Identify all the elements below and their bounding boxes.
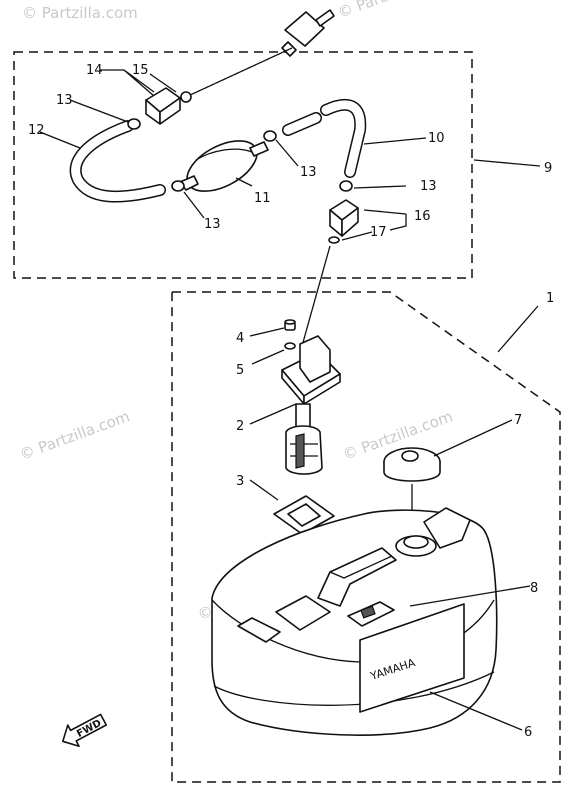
part-2-pickup bbox=[281, 335, 341, 475]
hose-10 bbox=[320, 98, 367, 178]
part-7-cap bbox=[383, 447, 441, 482]
callout-10: 10 bbox=[428, 131, 445, 146]
part-16-fitting bbox=[328, 199, 359, 244]
leader-lines bbox=[39, 69, 541, 731]
callout-2: 2 bbox=[236, 419, 244, 434]
fwd-arrow: FWD bbox=[62, 713, 108, 748]
fuel-line-group-box bbox=[13, 51, 473, 279]
callout-7: 7 bbox=[514, 413, 522, 428]
watermark-top-right: © Partzilla.com bbox=[335, 0, 450, 22]
callout-11: 11 bbox=[254, 191, 271, 206]
callout-4: 4 bbox=[236, 331, 244, 346]
callout-13-a: 13 bbox=[56, 93, 73, 108]
hose-12 bbox=[69, 120, 166, 203]
callout-13-c: 13 bbox=[420, 179, 437, 194]
callout-14: 14 bbox=[86, 63, 103, 78]
leader-fitting-line bbox=[301, 245, 331, 347]
callout-17: 17 bbox=[370, 225, 387, 240]
callout-12: 12 bbox=[28, 123, 45, 138]
part-14-connector bbox=[145, 87, 192, 125]
callout-16: 16 bbox=[414, 209, 431, 224]
callout-1: 1 bbox=[546, 291, 554, 306]
part-4-screw bbox=[284, 319, 296, 331]
hose-short bbox=[282, 112, 322, 136]
clamps-13 bbox=[127, 118, 353, 192]
fuel-tank-group-box bbox=[171, 291, 561, 783]
callout-9: 9 bbox=[544, 161, 552, 176]
part-5-washer bbox=[284, 342, 296, 350]
fuel-tank-body: YAMAHA bbox=[211, 507, 498, 736]
watermark-top-left: © Partzilla.com bbox=[22, 4, 138, 22]
callout-15: 15 bbox=[132, 63, 149, 78]
watermark-mid-left: © Partzilla.com bbox=[17, 407, 132, 464]
callout-labels: 1 2 3 4 5 6 7 8 9 10 11 12 13 13 13 13 1… bbox=[28, 63, 554, 740]
fuel-connector-part bbox=[281, 9, 335, 57]
callout-6: 6 bbox=[524, 725, 532, 740]
part-3-gasket bbox=[273, 495, 335, 535]
callout-13-d: 13 bbox=[204, 217, 221, 232]
leader-connector-dashline bbox=[187, 47, 293, 97]
callout-13-b: 13 bbox=[300, 165, 317, 180]
callout-8: 8 bbox=[530, 581, 538, 596]
callout-5: 5 bbox=[236, 363, 244, 378]
callout-3: 3 bbox=[236, 474, 244, 489]
